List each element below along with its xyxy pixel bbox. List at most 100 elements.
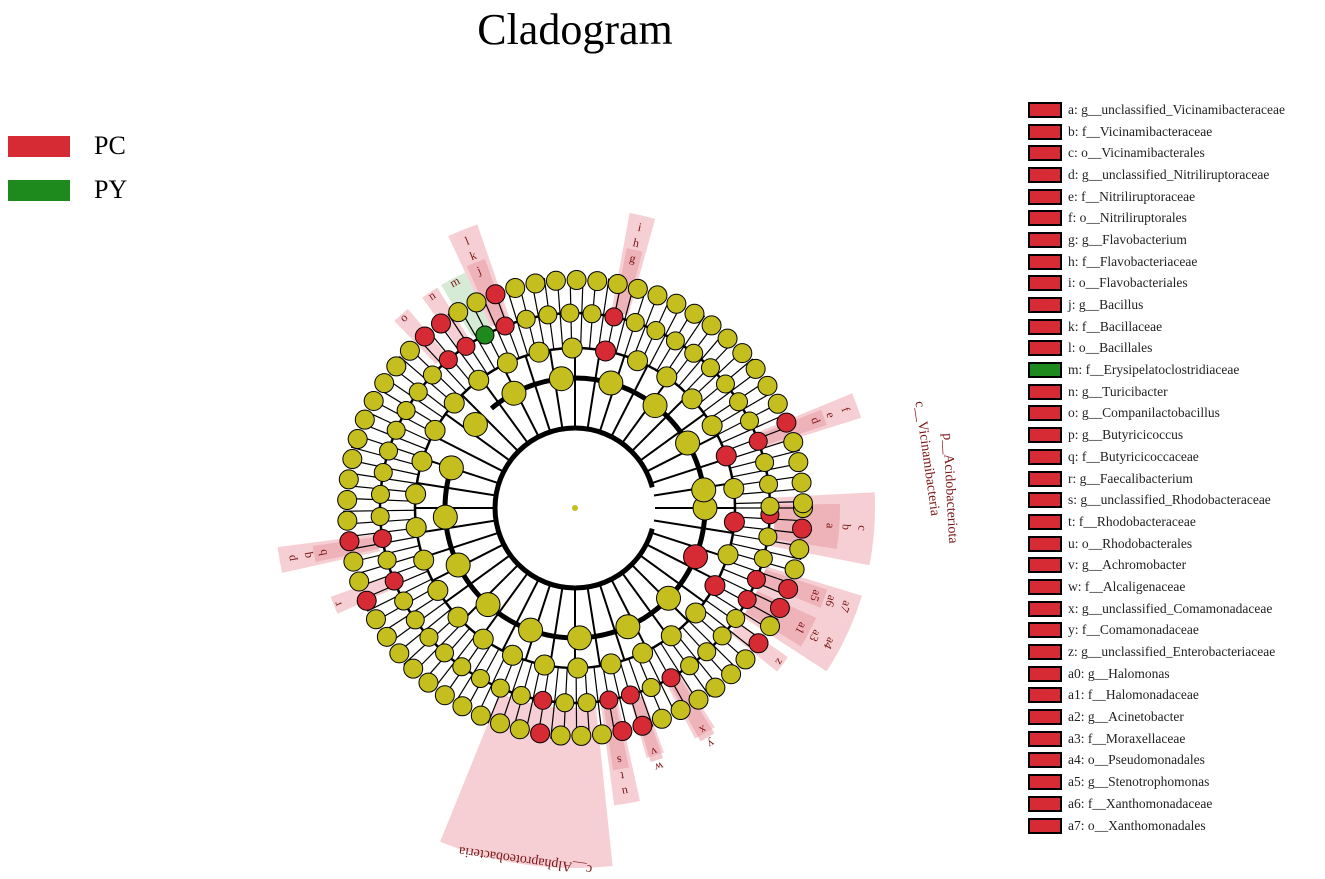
node xyxy=(533,654,555,676)
taxa-label: v: g__Achromobacter xyxy=(1068,557,1187,573)
taxa-label: b: f__Vicinamibacteraceae xyxy=(1068,123,1213,139)
node xyxy=(456,336,476,356)
node xyxy=(363,390,384,411)
node xyxy=(604,307,624,327)
node xyxy=(432,504,458,530)
tree-spoke xyxy=(524,355,552,433)
node xyxy=(472,628,494,650)
taxa-swatch xyxy=(1028,231,1062,248)
taxa-legend-item: d: g__unclassified_Nitriliruptoraceae xyxy=(1028,164,1285,186)
taxa-swatch xyxy=(1028,817,1062,834)
node xyxy=(701,415,723,437)
node xyxy=(620,685,640,705)
node xyxy=(399,340,420,361)
node xyxy=(566,270,587,291)
taxa-swatch xyxy=(1028,383,1062,400)
tree-spoke xyxy=(416,519,497,535)
node xyxy=(528,341,550,363)
taxa-label: a3: f__Moraxellaceae xyxy=(1068,730,1186,746)
tree-spoke xyxy=(422,531,500,559)
node xyxy=(746,569,766,589)
node xyxy=(490,678,510,698)
taxa-swatch xyxy=(1028,470,1062,487)
node xyxy=(386,356,407,377)
node xyxy=(379,441,399,461)
taxa-legend-item: a5: g__Stenotrophomonas xyxy=(1028,771,1285,793)
node xyxy=(660,625,682,647)
node xyxy=(438,350,458,370)
tree-spoke xyxy=(610,364,649,438)
taxa-legend-item: a: g__unclassified_Vicinamibacteraceae xyxy=(1028,99,1285,121)
node xyxy=(525,273,546,294)
node xyxy=(447,606,469,628)
node xyxy=(641,677,661,697)
sector-label: j xyxy=(474,263,483,278)
sector-label: f xyxy=(839,405,854,414)
node xyxy=(386,420,406,440)
tree-spoke xyxy=(621,572,670,639)
node xyxy=(784,559,805,580)
taxa-label: j: g__Bacillus xyxy=(1068,297,1144,313)
node xyxy=(778,578,799,599)
sector-label: b xyxy=(315,548,330,556)
node xyxy=(717,328,738,349)
taxa-label: u: o__Rhodobacterales xyxy=(1068,535,1193,551)
taxa-swatch xyxy=(1028,253,1062,270)
taxa-label: e: f__Nitriliruptoraceae xyxy=(1068,188,1196,204)
taxa-swatch xyxy=(1028,665,1062,682)
tree-spoke xyxy=(444,413,511,462)
node xyxy=(717,544,739,566)
group-legend-item-pc: PC xyxy=(8,124,127,168)
sector-label: e xyxy=(823,410,838,420)
node xyxy=(370,484,390,504)
taxa-swatch xyxy=(1028,427,1062,444)
node xyxy=(577,693,597,713)
taxa-legend-item: v: g__Achromobacter xyxy=(1028,554,1285,576)
node xyxy=(607,274,628,295)
sector-label: q xyxy=(299,551,314,559)
taxa-legend-item: t: f__Rhodobacteraceae xyxy=(1028,511,1285,533)
taxa-legend-item: u: o__Rhodobacterales xyxy=(1028,533,1285,555)
taxa-swatch xyxy=(1028,123,1062,140)
node xyxy=(424,419,446,441)
taxa-label: h: f__Flavobacteriaceae xyxy=(1068,253,1198,269)
tree-nodes xyxy=(337,270,813,746)
node xyxy=(571,725,592,746)
node xyxy=(538,305,558,325)
sector-label: g xyxy=(628,251,637,266)
group-legend: PC PY xyxy=(8,124,127,212)
sector-label: p xyxy=(284,554,299,562)
node xyxy=(705,677,726,698)
sector-label: s xyxy=(616,753,623,768)
group-legend-item-py: PY xyxy=(8,168,127,212)
node xyxy=(681,388,703,410)
node xyxy=(625,313,645,333)
node xyxy=(688,689,709,710)
ring-gap xyxy=(648,486,659,530)
node xyxy=(791,472,812,493)
taxa-label: x: g__unclassified_Comamonadaceae xyxy=(1068,600,1273,616)
node xyxy=(661,668,681,688)
taxa-legend-item: y: f__Comamonadaceae xyxy=(1028,620,1285,642)
tree-spoke xyxy=(639,413,706,462)
taxa-label: a: g__unclassified_Vicinamibacteraceae xyxy=(1068,101,1285,117)
taxa-label: o: g__Companilactobacillus xyxy=(1068,405,1220,421)
root-node xyxy=(572,505,578,511)
node xyxy=(448,302,469,323)
node xyxy=(666,293,687,314)
node xyxy=(697,642,717,662)
taxa-swatch xyxy=(1028,774,1062,791)
node xyxy=(485,284,506,305)
clade-sector xyxy=(440,693,613,868)
tree-spoke xyxy=(663,315,706,376)
node xyxy=(769,597,790,618)
node xyxy=(598,370,624,396)
tree-spoke xyxy=(598,583,626,661)
node xyxy=(792,493,813,514)
taxa-legend: a: g__unclassified_Vicinamibacteraceae b:… xyxy=(1028,99,1285,836)
sector-label: w xyxy=(653,759,666,775)
taxa-legend-item: p: g__Butyricicoccus xyxy=(1028,424,1285,446)
node xyxy=(627,278,648,299)
node xyxy=(389,643,410,664)
node xyxy=(462,411,488,437)
